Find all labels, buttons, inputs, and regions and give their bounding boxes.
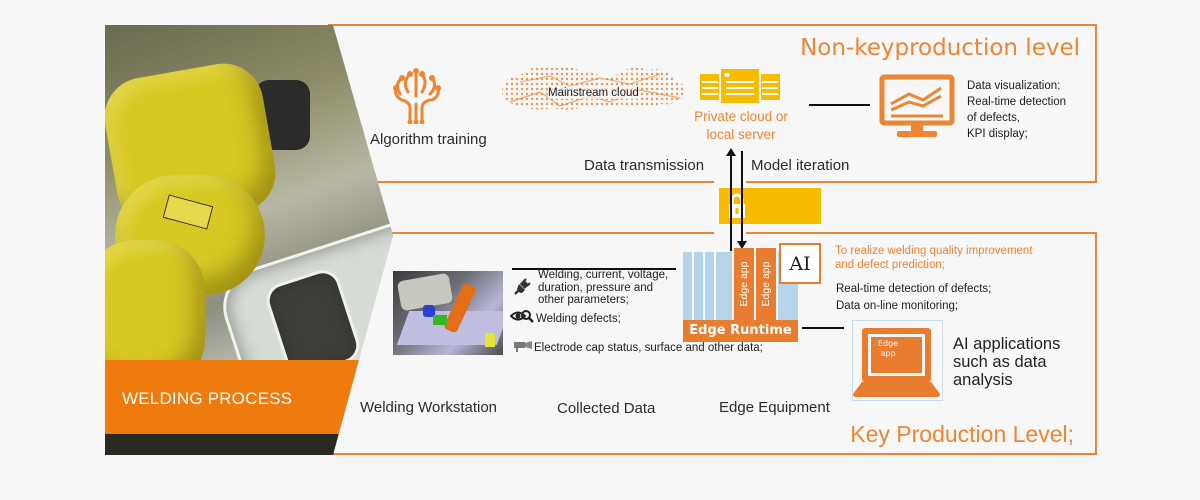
edge-app-label: Edge app (760, 261, 772, 307)
workstation-part-blue (423, 305, 435, 317)
key-level-title: Key Production Level; (850, 421, 1074, 447)
collected-item-line: other parameters; (538, 294, 629, 306)
edge-app-module: Edge app (756, 248, 776, 320)
collected-item-parameters: Welding, current, voltage, duration, pre… (538, 269, 668, 307)
laptop-icon (853, 328, 940, 397)
collected-item-defects: Welding defects; (536, 313, 621, 325)
edge-app-module: Edge app (734, 248, 754, 320)
laptop-screen-line: app (880, 349, 896, 358)
non-key-level-title: Non-keyproduction level (800, 35, 1080, 61)
edge-app-label: Edge app (738, 261, 750, 307)
collected-data-divider (512, 268, 676, 270)
welding-process-banner (105, 360, 363, 434)
ai-applications-line: AI applications (953, 335, 1061, 353)
edge-slot (705, 252, 714, 320)
edge-laptop-connector (802, 327, 844, 329)
brain-circuit-icon (393, 68, 441, 124)
edge-slot (716, 252, 732, 320)
ai-applications-line: analysis (953, 371, 1013, 389)
edge-runtime-bar: Edge Runtime (683, 320, 798, 342)
eye-magnifier-icon (510, 310, 534, 323)
edge-equipment-label: Edge Equipment (719, 399, 830, 416)
private-cloud-label-line2: local server (706, 127, 776, 142)
edge-slot (694, 252, 703, 320)
ai-applications-text: AI applications such as data analysis (953, 335, 1060, 389)
ai-applications-line: such as data (953, 353, 1047, 371)
data-visualization-line: KPI display; (967, 128, 1028, 140)
collected-item-line: duration, pressure and (538, 281, 654, 294)
goal-line: and defect prediction; (835, 259, 945, 271)
data-visualization-text: Data visualization: Real-time detection … (967, 78, 1066, 142)
laptop-screen-label: Edge app (871, 339, 905, 359)
private-cloud-label: Private cloud or local server (686, 108, 796, 144)
ai-badge: AI (779, 243, 821, 284)
monitor-chart-icon (879, 74, 955, 137)
data-visualization-line: of defects, (967, 112, 1021, 124)
welding-robot-photo: WELDING PROCESS (105, 25, 393, 455)
photo-bottom-strip (105, 434, 345, 455)
data-transmission-arrow (730, 153, 732, 251)
server-monitor-connector (809, 104, 870, 106)
welding-process-label: WELDING PROCESS (122, 389, 293, 408)
arrow-up-icon (726, 148, 736, 156)
collected-data-label: Collected Data (557, 400, 656, 417)
goal-items: Real-time detection of defects; Data on-… (836, 281, 991, 315)
algorithm-training-label: Algorithm training (370, 131, 487, 148)
workstation-part-green (433, 315, 447, 325)
laptop-screen-line: Edge (877, 339, 899, 348)
welding-workstation-image (393, 271, 503, 355)
plug-icon (514, 278, 531, 295)
welding-workstation-label: Welding Workstation (360, 399, 498, 416)
model-iteration-label: Model iteration (751, 157, 850, 174)
edge-slot (683, 252, 692, 320)
mainstream-cloud-label: Mainstream cloud (548, 87, 639, 99)
workstation-part-yellow (485, 333, 495, 347)
model-iteration-arrow (741, 151, 743, 243)
data-transmission-label: Data transmission (584, 157, 705, 174)
arrow-down-icon (737, 241, 747, 249)
data-visualization-line: Data visualization: (967, 80, 1061, 92)
collected-item-line: Welding, current, voltage, (538, 269, 669, 281)
camera-icon (514, 341, 532, 352)
collected-item-electrode: Electrode cap status, surface and other … (534, 342, 763, 354)
goal-text: To realize welding quality improvement a… (835, 244, 1033, 272)
data-visualization-line: Real-time detection (967, 96, 1067, 108)
goal-item: Real-time detection of defects; (836, 283, 992, 295)
private-cloud-label-line1: Private cloud or (694, 109, 788, 124)
goal-line: To realize welding quality improvement (835, 245, 1033, 257)
server-icon (700, 67, 780, 104)
goal-item: Data on-line monitoring; (836, 300, 959, 312)
